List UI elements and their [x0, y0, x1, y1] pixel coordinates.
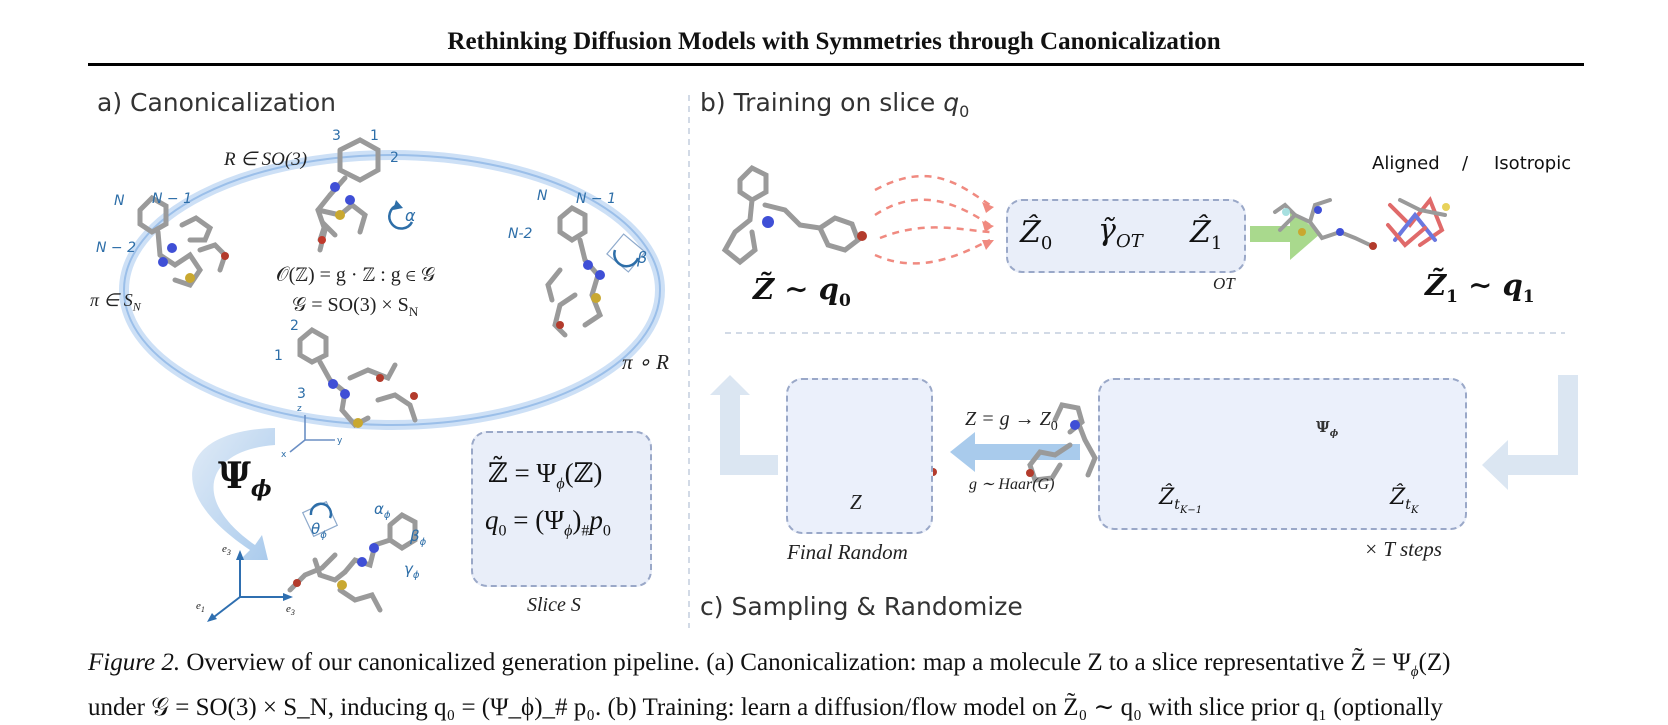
slash-label: / [1462, 153, 1469, 174]
psi-phi-label: Ψϕ [218, 455, 272, 503]
alpha-label: α [405, 206, 416, 225]
e3-right-label: e3 [286, 603, 295, 618]
caption-line-1: Figure 2. Overview of our canonicalized … [88, 649, 1451, 680]
atom-label-right-n: N [537, 188, 548, 204]
molecule-top [315, 137, 381, 253]
denoising-box [1098, 378, 1467, 530]
slice-box [471, 431, 652, 587]
target-distribution-label: Z̃1 ∼ q1 [1425, 268, 1535, 307]
atom-label-n-minus-1: N − 1 [152, 191, 193, 207]
source-distribution-label: Z̃ ∼ q0 [753, 272, 851, 311]
group-definition: 𝒢 = SO(3) × SN [292, 294, 419, 319]
return-arrow-left [710, 375, 778, 475]
molecule-canonical [287, 511, 418, 613]
haar-label: g ∼ Haar(G) [969, 476, 1055, 493]
atom-label-n: N [114, 193, 125, 209]
randomize-equation: Z = g → Z0 [965, 408, 1058, 434]
beta-phi-label: βϕ [410, 527, 427, 548]
final-random-label: Final Random [787, 540, 908, 564]
final-random-box [786, 378, 933, 534]
canonicalization-diagram [119, 137, 665, 622]
atom-label-bottom-2: 2 [290, 318, 299, 334]
rotation-beta-icon [613, 249, 640, 268]
aligned-label: Aligned [1372, 153, 1440, 174]
z-tk-minus-1-label: ẐtK−1 [1159, 485, 1203, 517]
caption-line-2: under 𝒢 = SO(3) × S_N, inducing q₀ = (Ψ_… [88, 694, 1443, 721]
panel-c-title: c) Sampling & Randomize [700, 592, 1023, 621]
header-rule [88, 63, 1584, 66]
slice-equation-2: q0 = (Ψϕ)#p0 [485, 505, 611, 540]
rotation-theta-icon [309, 502, 333, 519]
xyz-axes [289, 415, 335, 453]
slice-label: Slice S [527, 594, 581, 616]
e3-label: e3 [222, 543, 231, 558]
composition-label: π ∘ R [622, 350, 669, 374]
orbit-definition: 𝒪(ℤ) = g · ℤ : g ∈ 𝒢 [276, 264, 436, 286]
theta-phi-label: θϕ [311, 520, 327, 541]
final-sample-label: Z [850, 490, 862, 514]
ot-gamma: γ̃OT [1098, 213, 1143, 252]
t-steps-label: × T steps [1364, 537, 1442, 561]
ot-z0: Ẑ0 [1020, 215, 1053, 254]
ot-caption: OT [1213, 274, 1235, 293]
molecule-right [545, 204, 604, 338]
randomize-arrow [950, 432, 1080, 472]
slice-equation-1: ℤ̃ = Ψϕ(ℤ) [488, 458, 603, 493]
rotation-group-label: R ∈ SO(3) [224, 149, 308, 170]
rotation-alpha-icon [388, 203, 414, 230]
axis-x-label: x [281, 450, 287, 460]
ot-arrows [874, 174, 991, 265]
axis-z-label: z [297, 404, 302, 414]
panel-separators [688, 95, 1565, 628]
molecule-center [297, 326, 418, 429]
e1-label: e1 [196, 600, 205, 615]
atom-label-3: 3 [332, 128, 341, 144]
atom-label-right-n-minus-2: N-2 [508, 226, 533, 242]
atom-label-right-n-minus-1: N − 1 [576, 191, 617, 207]
z-tk-label: ẐtK [1390, 485, 1419, 517]
panel-b-title: b) Training on slice q0 [700, 88, 970, 121]
psi-small-label: Ψϕ [1316, 418, 1339, 439]
axis-y-label: y [337, 436, 343, 446]
atom-label-n-minus-2: N − 2 [96, 240, 137, 256]
return-arrow-right [1482, 375, 1578, 490]
paper-running-title: Rethinking Diffusion Models with Symmetr… [447, 28, 1221, 55]
figure-number: Figure 2. [88, 649, 181, 676]
atom-label-bottom-3: 3 [297, 386, 306, 402]
alpha-phi-label: αϕ [374, 500, 391, 521]
ot-coupling-box [1006, 199, 1246, 273]
training-diagram [721, 164, 1450, 266]
panel-a-title: a) Canonicalization [97, 88, 337, 117]
ot-z1: Ẑ1 [1190, 215, 1223, 254]
basis-axes [209, 553, 290, 621]
atom-label-1: 1 [370, 128, 379, 144]
isotropic-molecule [1386, 196, 1447, 248]
psi-arrow [192, 428, 275, 560]
gamma-phi-label: γϕ [404, 560, 420, 581]
beta-label: β [637, 248, 648, 267]
atom-label-2: 2 [390, 150, 399, 166]
source-molecule [721, 164, 861, 266]
molecule-left [137, 194, 228, 288]
atom-label-bottom-1: 1 [274, 348, 283, 364]
figure-caption: Figure 2. Overview of our canonicalized … [88, 645, 1588, 725]
permutation-group-label: π ∈ SN [90, 290, 141, 314]
isotropic-label: Isotropic [1494, 153, 1572, 174]
